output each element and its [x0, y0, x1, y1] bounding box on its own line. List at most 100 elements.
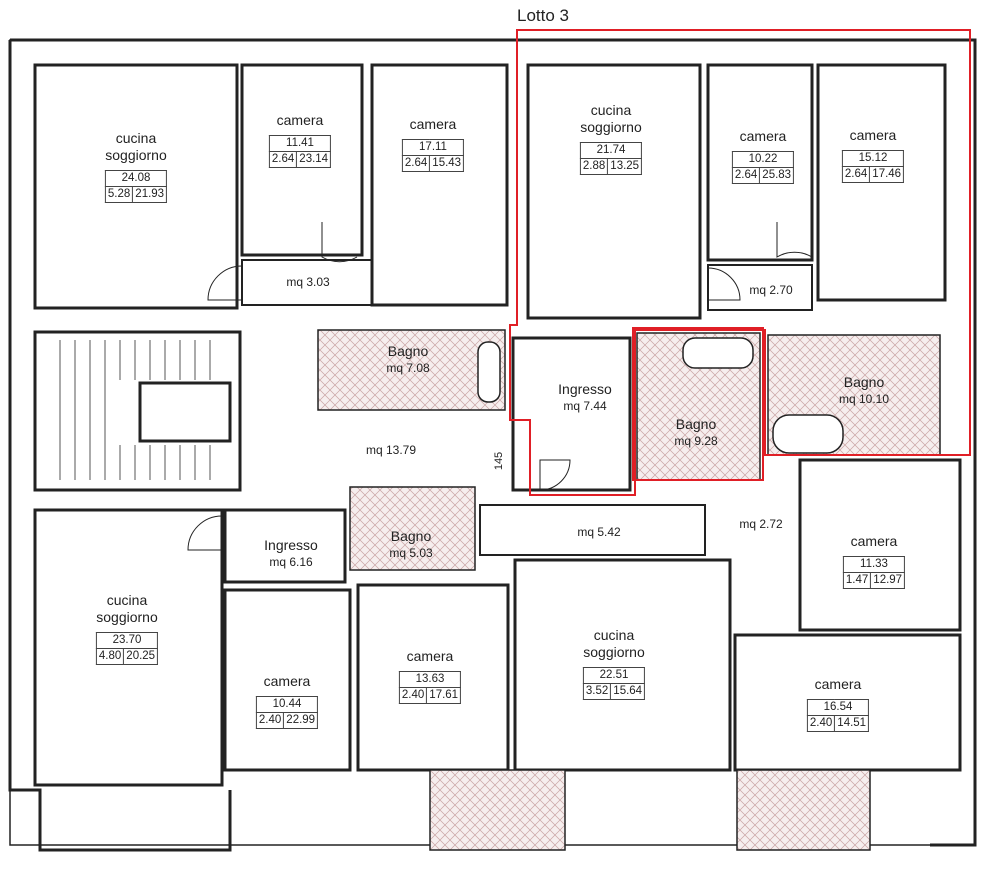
room-area: mq 7.08: [386, 361, 430, 375]
lotto-3-boundary: [509, 29, 971, 496]
room-height: 4.80: [95, 648, 125, 665]
bathtub-icon: [682, 337, 754, 369]
room-name: camera: [739, 128, 787, 144]
room-name: soggiorno: [583, 644, 645, 660]
room-tr-camera1: [706, 63, 814, 262]
room-ratio: 15.43: [429, 155, 465, 172]
room-name: Ingresso: [558, 381, 612, 397]
room-area: 16.54: [806, 699, 870, 716]
room-ratio: 21.93: [132, 186, 168, 203]
dimension-label: 145: [493, 451, 506, 471]
room-name: camera: [263, 673, 311, 689]
room-ratio: 17.61: [426, 687, 462, 704]
corridor-label-270: mq 2.70: [749, 283, 793, 297]
room-area: mq 6.16: [269, 555, 313, 569]
door-icon: [321, 222, 358, 263]
room-area: 22.51: [582, 667, 646, 684]
room-name: Bagno: [675, 416, 717, 432]
room-name: Bagno: [390, 528, 432, 544]
room-height: 2.40: [255, 712, 285, 729]
room-area: 11.41: [268, 135, 332, 152]
room-ratio: 20.25: [123, 648, 159, 665]
room-height: 2.64: [268, 151, 298, 168]
room-ratio: 14.51: [834, 715, 870, 732]
room-name: cucina: [106, 592, 148, 608]
room-name: Bagno: [387, 343, 429, 359]
room-height: 2.40: [806, 715, 836, 732]
room-height: 1.47: [842, 572, 872, 589]
room-height: 2.64: [401, 155, 431, 172]
door-icon: [539, 459, 571, 491]
corridor-label-303: mq 3.03: [286, 275, 330, 289]
room-ratio: 15.64: [610, 683, 646, 700]
room-name: cucina: [115, 130, 157, 146]
room-name: camera: [276, 112, 324, 128]
room-area: 15.12: [841, 150, 905, 167]
room-name: camera: [406, 648, 454, 664]
room-area: 21.74: [579, 142, 643, 159]
room-height: 2.40: [398, 687, 428, 704]
room-t-camera2: [370, 63, 509, 307]
stair-core: [138, 381, 232, 443]
room-name: camera: [814, 676, 862, 692]
room-label-ingresso-744: Ingresso mq 7.44: [558, 381, 612, 415]
room-ratio: 17.46: [869, 166, 905, 183]
room-b-cucina: [513, 558, 732, 772]
room-ingresso-616: [223, 508, 347, 584]
room-bl-cucina: [33, 508, 224, 787]
room-name: soggiorno: [96, 609, 158, 625]
corridor-542: [479, 504, 706, 556]
corridor-303: [241, 259, 373, 306]
room-area: mq 5.03: [389, 546, 433, 560]
bathroom-708: [317, 329, 506, 411]
corridor-label-542: mq 5.42: [577, 525, 621, 539]
room-height: 2.64: [841, 166, 871, 183]
bathtub-icon: [772, 414, 844, 454]
door-icon: [187, 515, 223, 551]
room-name: camera: [850, 533, 898, 549]
room-tr-camera2: [816, 63, 947, 302]
room-height: 5.28: [104, 186, 134, 203]
room-ratio: 12.97: [870, 572, 906, 589]
stairwell: [33, 330, 242, 492]
room-area: 23.70: [95, 632, 159, 649]
room-name: cucina: [590, 102, 632, 118]
room-name: Bagno: [843, 374, 885, 390]
room-area: mq 7.44: [563, 399, 607, 413]
room-area: 10.22: [731, 151, 795, 168]
room-tr-cucina: [526, 63, 702, 320]
room-height: 2.64: [731, 167, 761, 184]
room-height: 2.88: [579, 158, 609, 175]
room-b-camera1: [223, 588, 352, 772]
room-ingresso-744: [511, 336, 632, 492]
room-name: soggiorno: [105, 147, 167, 163]
room-area: 11.33: [842, 556, 906, 573]
room-name: soggiorno: [580, 119, 642, 135]
room-tl-cucina: [33, 63, 239, 310]
bathroom-503: [349, 486, 476, 571]
room-area: 17.11: [401, 139, 465, 156]
room-area: mq 9.28: [674, 434, 718, 448]
room-t-camera1: [240, 63, 364, 257]
room-area: 13.63: [398, 671, 462, 688]
room-label-bagno-708: Bagno mq 7.08: [386, 343, 429, 377]
lot-title: Lotto 3: [517, 6, 569, 25]
corridor-label-1379: mq 13.79: [365, 443, 417, 457]
